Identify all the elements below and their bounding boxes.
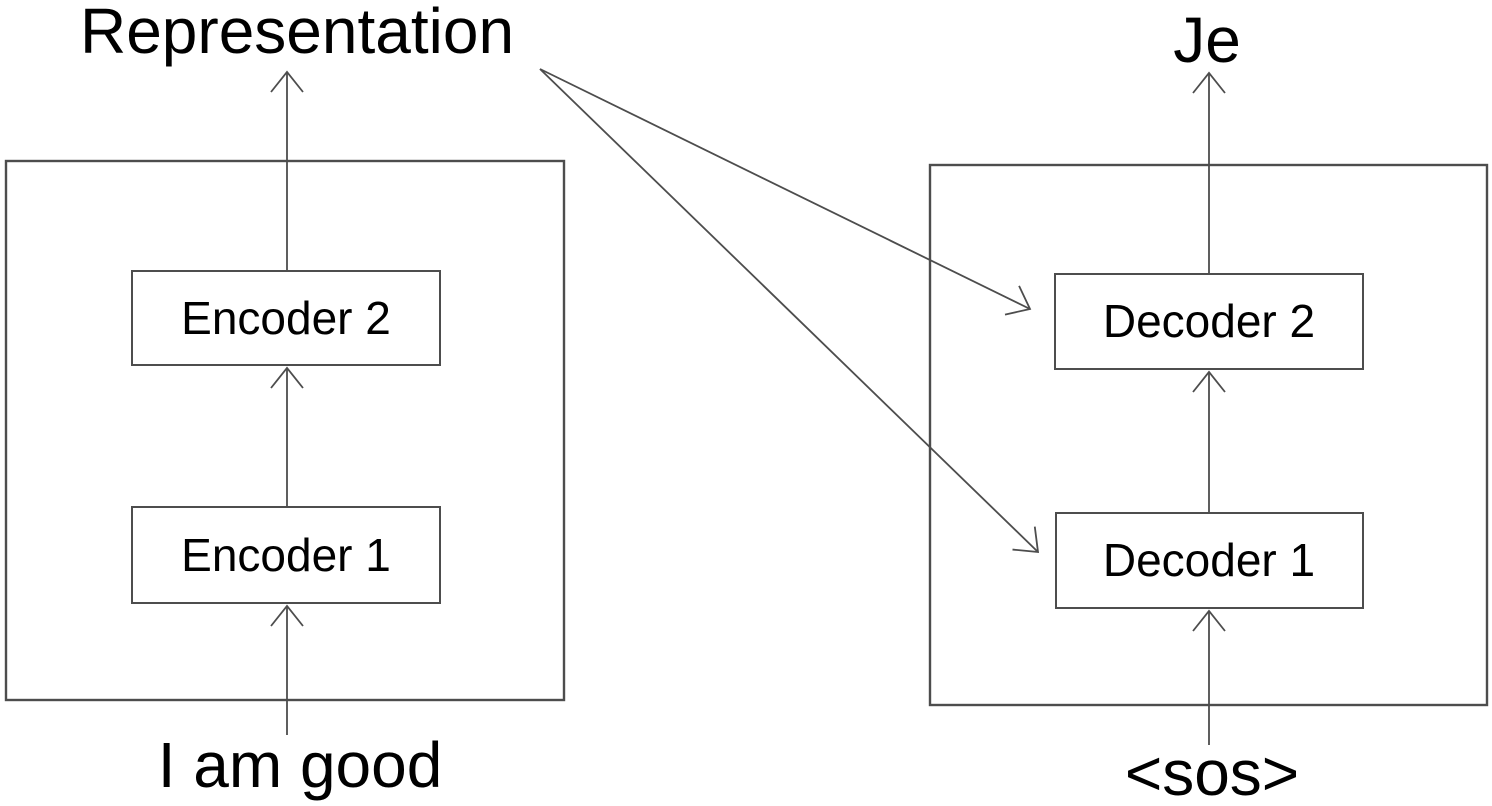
decoder-1-label: Decoder 1 [1103, 534, 1315, 586]
decoder-input-label: <sos> [1125, 737, 1299, 806]
encoder-input-label: I am good [158, 729, 443, 801]
representation-label: Representation [80, 0, 514, 67]
encoder-2-label: Encoder 2 [181, 292, 391, 344]
arrow-representation-to-decoder1 [539, 68, 1040, 554]
arrow-representation-to-decoder2 [539, 68, 1032, 316]
encoder-1-box [131, 506, 441, 604]
decoder-2-box [1054, 273, 1364, 370]
encoder-block-box [4, 159, 566, 702]
decoder-2-label: Decoder 2 [1103, 295, 1315, 347]
encoder-1-label: Encoder 1 [181, 529, 391, 581]
encoder-2-box [131, 270, 441, 366]
decoder-1-box [1055, 512, 1364, 609]
je-output-label: Je [1173, 4, 1241, 76]
